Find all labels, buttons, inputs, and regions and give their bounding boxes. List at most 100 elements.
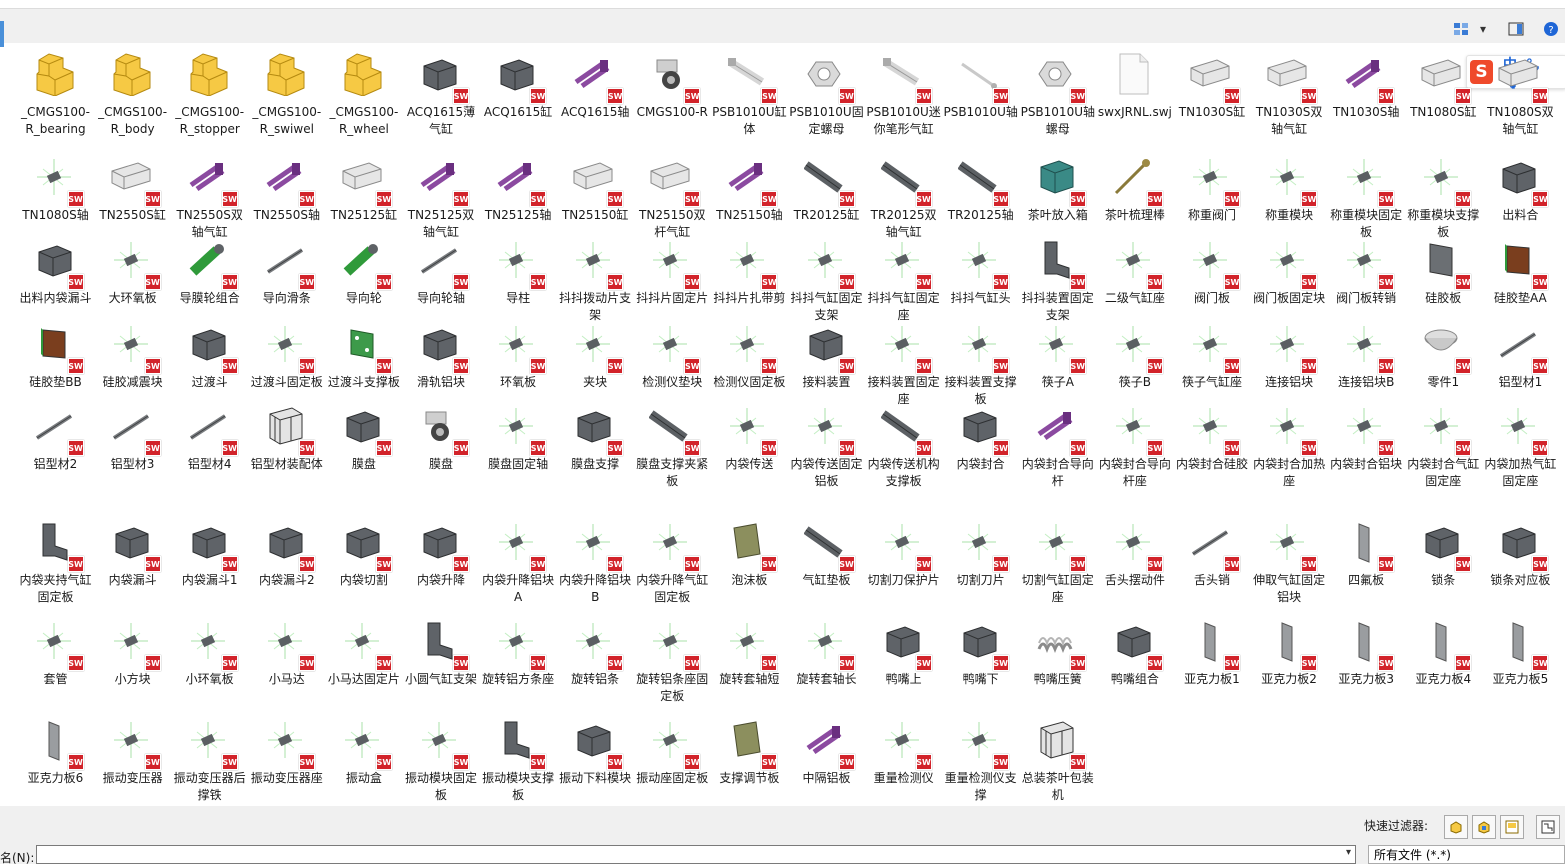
- filter-assemblies-icon[interactable]: [1472, 815, 1496, 839]
- file-item[interactable]: _CMGS100-R_wheel: [325, 48, 402, 138]
- filter-top-level-icon[interactable]: [1536, 815, 1560, 839]
- view-options-icon[interactable]: [1450, 19, 1472, 39]
- file-item[interactable]: _CMGS100-R_swiwel: [248, 48, 325, 138]
- preview-pane-icon[interactable]: [1505, 19, 1527, 39]
- filename-input[interactable]: ▾: [36, 845, 1356, 864]
- file-item[interactable]: _CMGS100-R_stopper: [171, 48, 248, 138]
